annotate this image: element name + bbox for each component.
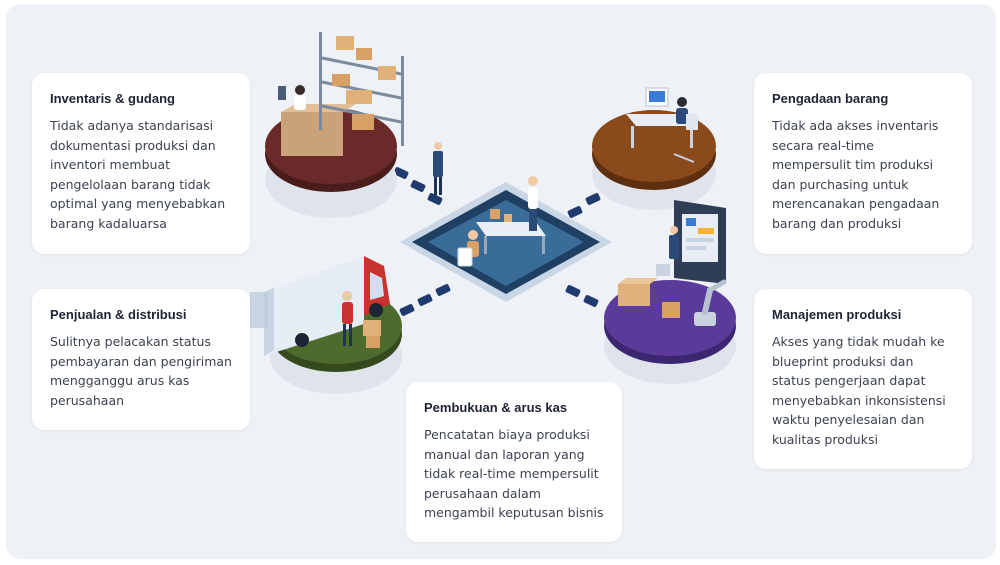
card-title: Inventaris & gudang xyxy=(50,91,175,106)
card-title: Manajemen produksi xyxy=(772,307,902,322)
card-penjualan-distribusi: Penjualan & distribusi Sulitnya pelacaka… xyxy=(32,289,250,430)
card-description: Tidak adanya standarisasi dokumentasi pr… xyxy=(50,118,226,231)
card-title: Penjualan & distribusi xyxy=(50,307,187,322)
card-description: Pencatatan biaya produksi manual dan lap… xyxy=(424,427,604,520)
card-title: Pembukuan & arus kas xyxy=(424,400,568,415)
card-description: Tidak ada akses inventaris secara real-t… xyxy=(772,118,940,231)
card-title: Pengadaan barang xyxy=(772,91,889,106)
connector-lines xyxy=(393,167,619,316)
warehouse-shelf-icon xyxy=(265,32,443,218)
illustration xyxy=(250,32,736,394)
card-manajemen-produksi: Manajemen produksi Akses yang tidak muda… xyxy=(754,289,972,469)
card-inventaris-gudang: Inventaris & gudang Tidak adanya standar… xyxy=(32,73,250,254)
diagram-canvas: Inventaris & gudang Tidak adanya standar… xyxy=(6,4,996,559)
card-description: Akses yang tidak mudah ke blueprint prod… xyxy=(772,334,946,447)
card-pengadaan-barang: Pengadaan barang Tidak ada akses inventa… xyxy=(754,73,972,254)
delivery-truck-icon xyxy=(250,256,402,394)
factory-robot-arm-icon xyxy=(604,200,736,384)
card-description: Sulitnya pelacakan status pembayaran dan… xyxy=(50,334,232,408)
office-desk-icon xyxy=(592,87,716,210)
meeting-table-icon xyxy=(400,176,612,302)
card-pembukuan-arus-kas: Pembukuan & arus kas Pencatatan biaya pr… xyxy=(406,382,622,542)
